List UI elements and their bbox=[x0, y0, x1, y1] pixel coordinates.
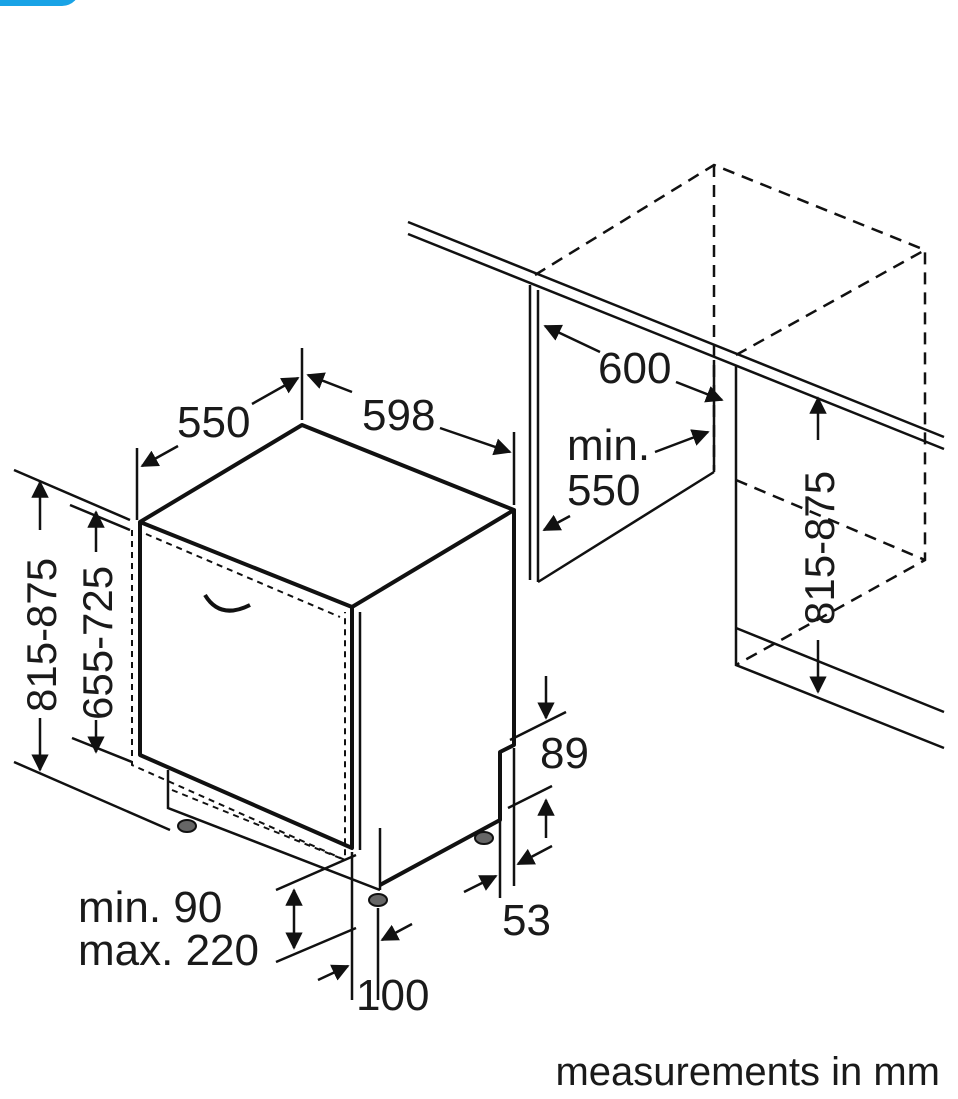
dim-inner-ext-bottom bbox=[71, 736, 133, 764]
dim-inner-height-label: 655-725 bbox=[74, 566, 121, 720]
dim-600-arrow-right bbox=[675, 380, 724, 403]
cabinet-niche: 600 min. 550 815-875 bbox=[407, 163, 945, 750]
dim-niche-depth-min-label: min. bbox=[567, 421, 650, 470]
plinth-dashed bbox=[171, 789, 346, 861]
dim-550-arrow-right bbox=[251, 376, 300, 406]
worktop-line-top bbox=[407, 220, 945, 439]
plinth-front bbox=[166, 770, 381, 892]
dim-height-ext-top bbox=[13, 468, 131, 522]
dim-598-arrow-right bbox=[439, 426, 512, 456]
dim-width-label: 598 bbox=[362, 391, 435, 440]
corner-tab bbox=[0, 0, 80, 6]
dim-100-arrow-right bbox=[380, 922, 413, 942]
dim-598-arrow-left bbox=[306, 372, 353, 394]
dim-600-arrow-left bbox=[543, 324, 601, 354]
dim-53-arrow-left bbox=[463, 874, 498, 894]
dim-100-arrow-left bbox=[317, 964, 350, 982]
niche-dashed-floor bbox=[735, 478, 926, 562]
dim-total-height-label: 815-875 bbox=[18, 558, 65, 712]
dim-foot-min-label: min. 90 bbox=[78, 883, 222, 932]
dim-53-label: 53 bbox=[502, 896, 551, 945]
dim-550-arrow-left bbox=[140, 444, 179, 468]
door-dashed-top bbox=[145, 533, 341, 618]
worktop-line-bottom bbox=[407, 232, 945, 451]
dim-600-label: 600 bbox=[598, 344, 671, 393]
dim-height-ext-bottom bbox=[13, 760, 171, 832]
dim-89-ext-top bbox=[509, 710, 567, 742]
foot-front-right bbox=[368, 893, 388, 907]
niche-dashed-top-back bbox=[735, 248, 926, 357]
dim-inner-ext-top bbox=[69, 503, 131, 532]
dim-550-niche-arrow-bottom bbox=[542, 514, 571, 532]
dishwasher-right-side bbox=[379, 510, 516, 887]
foot-front-left bbox=[177, 819, 197, 833]
left-cabinet-bottom bbox=[537, 470, 715, 584]
dim-550-niche-arrow-top bbox=[654, 429, 710, 454]
dim-depth-label: 550 bbox=[177, 398, 250, 447]
dim-foot-ext-top bbox=[275, 853, 357, 892]
right-cabinet-plinth bbox=[734, 628, 945, 750]
dim-53-arrow-right bbox=[516, 844, 553, 866]
door-handle bbox=[203, 593, 251, 613]
right-cabinet-floor bbox=[735, 626, 945, 714]
dim-foot-max-label: max. 220 bbox=[78, 926, 259, 975]
dishwasher-door bbox=[138, 522, 354, 850]
dim-89-label: 89 bbox=[540, 729, 589, 778]
units-caption: measurements in mm bbox=[555, 1050, 940, 1094]
niche-dashed-outline bbox=[534, 163, 927, 667]
dishwasher-top-face bbox=[138, 423, 516, 609]
dim-foot-ext-bottom bbox=[275, 926, 357, 964]
foot-back-right bbox=[474, 831, 494, 845]
dim-100-label: 100 bbox=[356, 971, 429, 1020]
dim-89-ext-bottom bbox=[507, 784, 553, 810]
dim-niche-height-label: 815-875 bbox=[796, 471, 843, 625]
dishwasher-appliance: 550 598 815-875 655-725 89 53 bbox=[13, 348, 589, 1020]
door-dashed-outline bbox=[131, 530, 346, 862]
dim-niche-depth-value: 550 bbox=[567, 466, 640, 515]
